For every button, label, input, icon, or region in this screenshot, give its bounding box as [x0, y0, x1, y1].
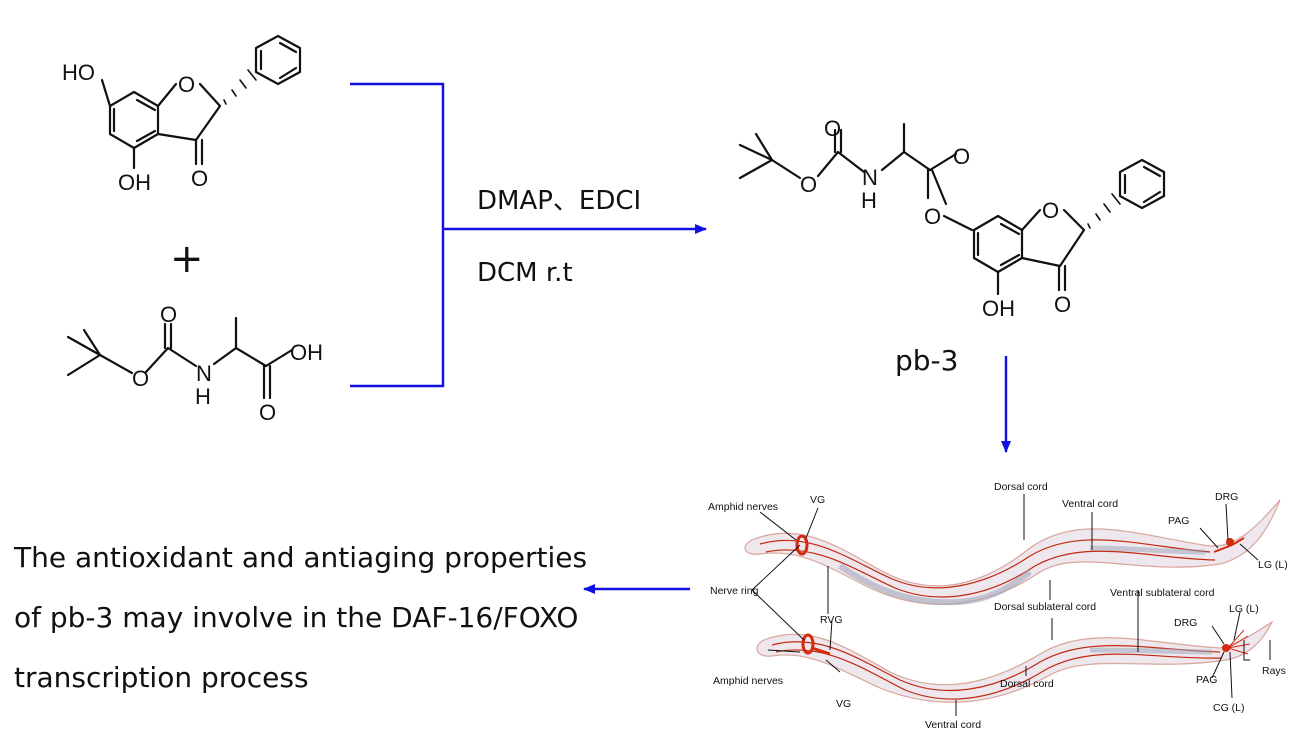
conclusion-line-1: The antioxidant and antiaging properties	[14, 541, 588, 574]
conclusion-line-3: transcription process	[14, 661, 309, 694]
atom-o-keto: O	[191, 166, 208, 191]
atom-o-keto: O	[1054, 292, 1071, 317]
atom-o-ring: O	[1042, 198, 1059, 223]
label-dorsal-cord-bottom: Dorsal cord	[1000, 678, 1054, 690]
label-dorsal-sublateral-cord: Dorsal sublateral cord	[994, 601, 1096, 613]
reactant-flavanone: HO O OH O	[62, 34, 302, 195]
reaction-arrows	[350, 82, 1011, 594]
label-lg-bottom: LG (L)	[1229, 603, 1259, 615]
label-ventral-cord-bottom: Ventral cord	[925, 719, 981, 731]
atom-oh: OH	[982, 296, 1015, 321]
atom-o-acid: O	[259, 400, 276, 425]
label-nerve-ring: Nerve ring	[710, 585, 759, 597]
label-ventral-cord-top: Ventral cord	[1062, 498, 1118, 510]
plus-sign: +	[170, 236, 204, 282]
reaction-reagents: DMAP、EDCI	[477, 186, 642, 216]
product-name: pb-3	[895, 344, 959, 377]
atom-h: H	[195, 384, 211, 409]
atom-ho: HO	[62, 60, 95, 85]
label-drg-bottom: DRG	[1174, 617, 1197, 629]
label-cg: CG (L)	[1213, 702, 1245, 714]
label-pag-top: PAG	[1168, 515, 1189, 527]
atom-o-carbonyl: O	[824, 116, 841, 141]
atom-o-carbonyl: O	[160, 302, 177, 327]
atom-oh: OH	[118, 170, 151, 195]
worm-bottom-body	[756, 620, 1274, 703]
atom-o-ester: O	[800, 172, 817, 197]
label-ventral-sublateral-cord: Ventral sublateral cord	[1110, 587, 1215, 599]
stereo-hash-bond	[223, 69, 257, 105]
worm-top-body	[744, 499, 1281, 605]
atom-o-ester: O	[132, 366, 149, 391]
atom-o-link: O	[924, 204, 941, 229]
atom-n: N	[196, 361, 212, 386]
atom-n: N	[862, 165, 878, 190]
atom-h: H	[861, 188, 877, 213]
label-amphid-nerves-top: Amphid nerves	[708, 501, 778, 513]
label-dorsal-cord-top: Dorsal cord	[994, 481, 1048, 493]
label-lg-top: LG (L)	[1258, 559, 1288, 571]
atom-oh: OH	[290, 340, 323, 365]
label-rays: Rays	[1262, 665, 1286, 677]
atom-o-acyl: O	[953, 144, 970, 169]
reactant-boc-alanine: O O N H OH O	[66, 302, 323, 425]
label-vg-top: VG	[810, 494, 825, 506]
conclusion-line-2: of pb-3 may involve in the DAF-16/FOXO	[14, 601, 579, 634]
label-pag-bottom: PAG	[1196, 674, 1217, 686]
c-elegans-nervous-system-diagram: Amphid nerves VG Dorsal cord Ventral cor…	[708, 481, 1288, 731]
atom-o-ring: O	[178, 72, 195, 97]
label-vg-bottom: VG	[836, 698, 851, 710]
label-rvg: RVG	[820, 614, 843, 626]
product-pb3: O O N H O O O OH O	[738, 116, 1166, 321]
conclusion-text: The antioxidant and antiaging properties…	[14, 528, 614, 708]
label-drg-top: DRG	[1215, 491, 1238, 503]
label-amphid-nerves-bottom: Amphid nerves	[713, 675, 783, 687]
reaction-conditions: DCM r.t	[477, 258, 573, 288]
